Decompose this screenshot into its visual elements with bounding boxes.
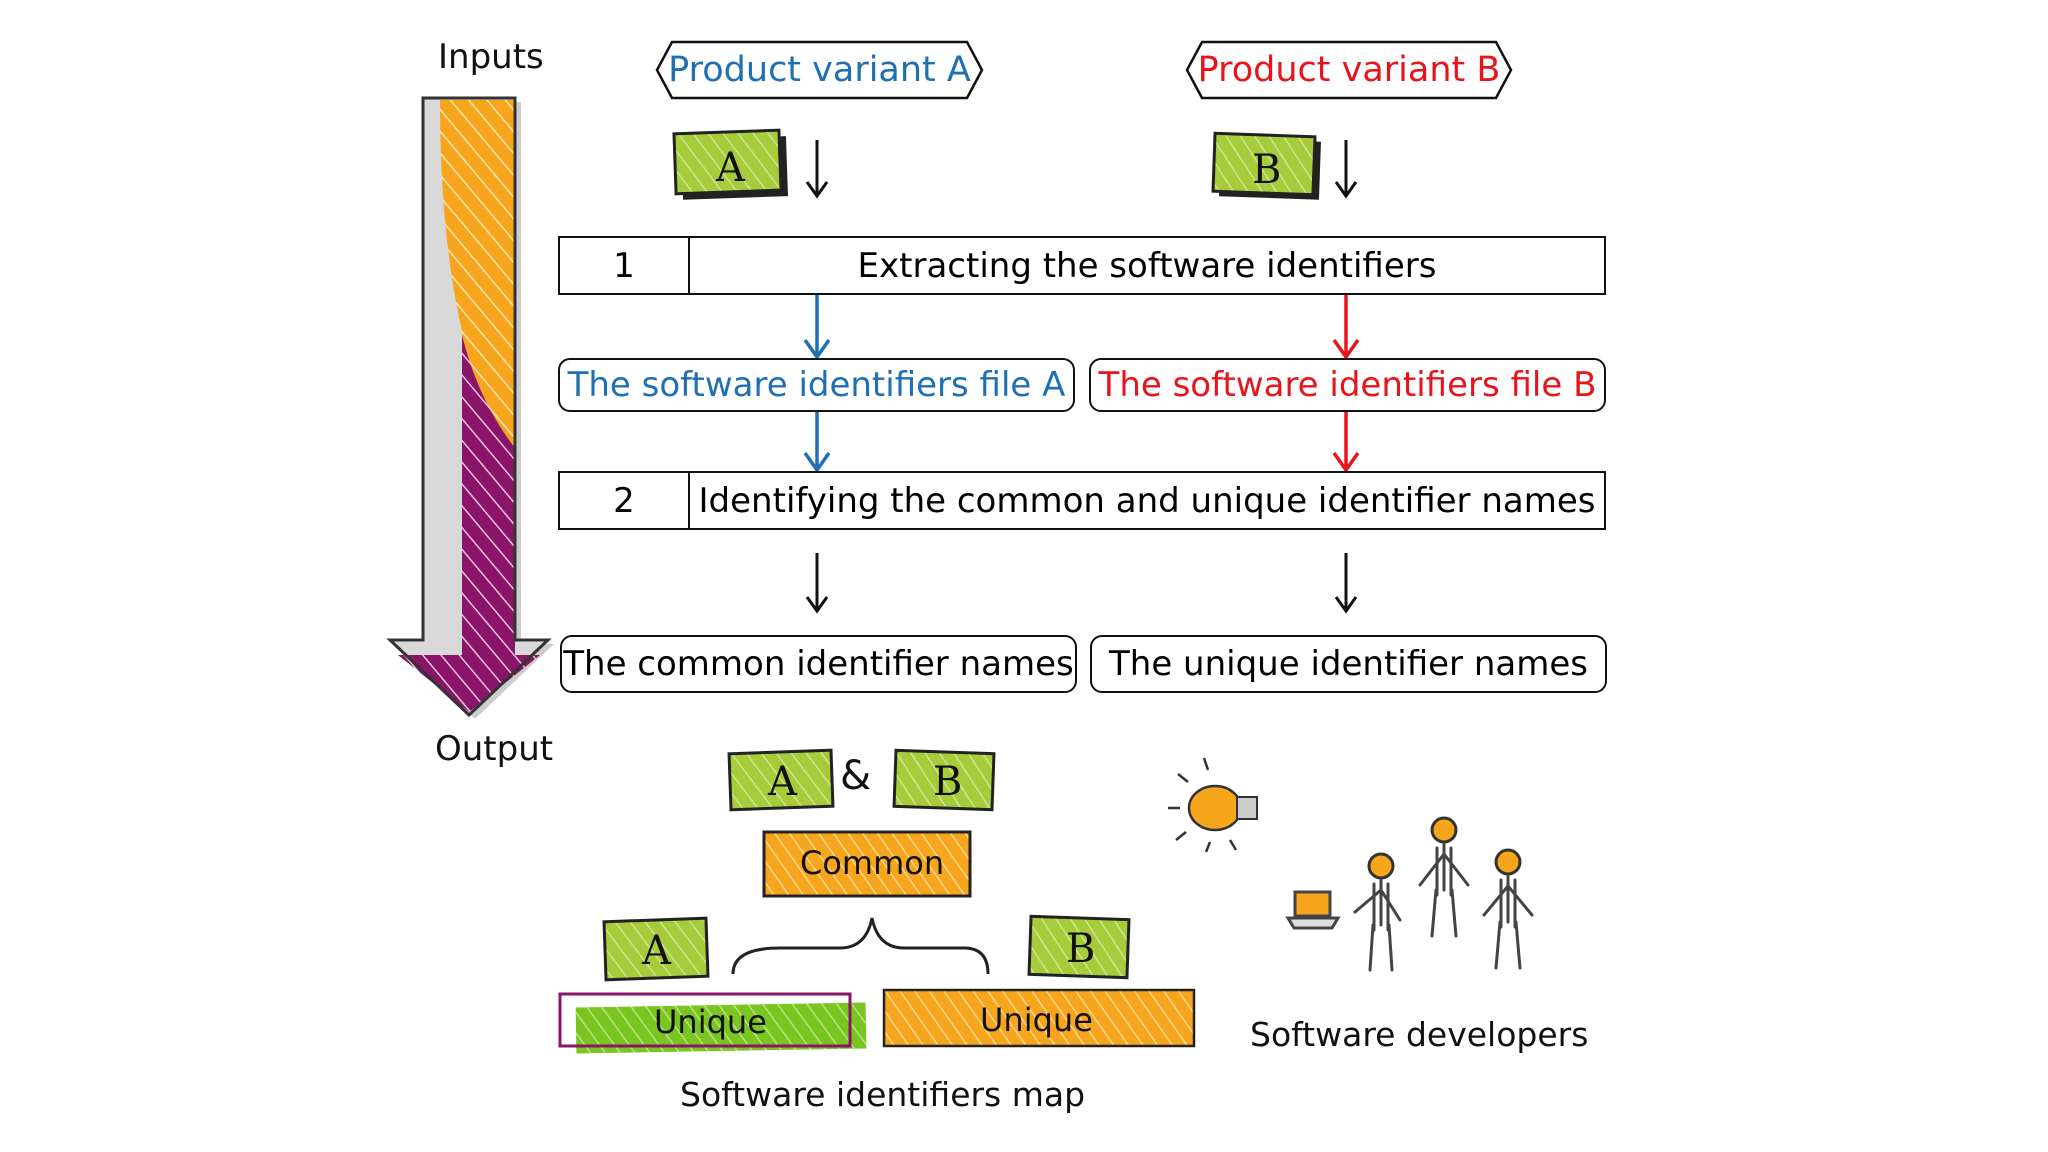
map-brace: [731, 917, 990, 975]
inputs-label: Inputs: [438, 37, 544, 77]
tag-b-unique-letter: B: [1066, 926, 1096, 972]
variant-b-label: Product variant B: [1197, 50, 1501, 90]
unique-b-label: Unique: [980, 1001, 1093, 1039]
arrow-step2-unique: [1334, 553, 1358, 614]
step-1-number: 1: [560, 238, 690, 293]
arrow-file-b-step2: [1332, 412, 1360, 474]
arrow-file-a-step2: [803, 412, 831, 474]
process-flow-arrow: [386, 96, 554, 719]
developers-illustration: [1285, 816, 1534, 972]
tag-a-map: [727, 748, 835, 812]
tag-b-unique: [1027, 914, 1131, 980]
common-block-label: Common: [800, 844, 945, 882]
tag-a-unique-letter: A: [642, 928, 671, 974]
arrow-step1-file-b: [1332, 295, 1360, 361]
common-names-box: The common identifier names: [560, 635, 1077, 693]
step-2-label: Identifying the common and unique identi…: [698, 480, 1596, 521]
tag-a-top: [672, 128, 789, 200]
tag-b-map: [892, 748, 996, 812]
unique-block-a: [558, 992, 867, 1054]
tag-a-unique: [602, 916, 710, 982]
tag-b-top-letter: B: [1252, 147, 1282, 193]
unique-names-box: The unique identifier names: [1090, 635, 1607, 693]
lightbulb-icon: [1168, 757, 1258, 853]
file-a-box: The software identifiers file A: [558, 358, 1075, 412]
variant-b-shape: [1185, 40, 1513, 100]
variant-a-label: Product variant A: [668, 50, 971, 90]
file-b-box: The software identifiers file B: [1089, 358, 1606, 412]
arrow-variant-b-down: [1334, 140, 1358, 199]
step-2-number: 2: [560, 473, 690, 528]
unique-a-label: Unique: [654, 1003, 767, 1041]
common-block: [762, 830, 972, 898]
step-1-label: Extracting the software identifiers: [857, 245, 1437, 286]
developers-caption: Software developers: [1250, 1015, 1589, 1054]
arrow-variant-a-down: [805, 140, 829, 199]
arrow-step2-common: [805, 553, 829, 614]
tag-a-map-letter: A: [768, 759, 797, 805]
variant-a-shape: [655, 40, 984, 100]
arrow-step1-file-a: [803, 295, 831, 361]
ampersand: &: [840, 753, 872, 799]
output-label: Output: [435, 729, 554, 769]
unique-block-b: [882, 988, 1196, 1048]
map-caption: Software identifiers map: [680, 1075, 1086, 1114]
step-2-box: 2 Identifying the common and unique iden…: [558, 471, 1606, 530]
tag-b-map-letter: B: [933, 759, 963, 805]
tag-b-top: [1211, 131, 1321, 200]
step-1-box: 1 Extracting the software identifiers: [558, 236, 1606, 295]
tag-a-top-letter: A: [716, 145, 745, 191]
